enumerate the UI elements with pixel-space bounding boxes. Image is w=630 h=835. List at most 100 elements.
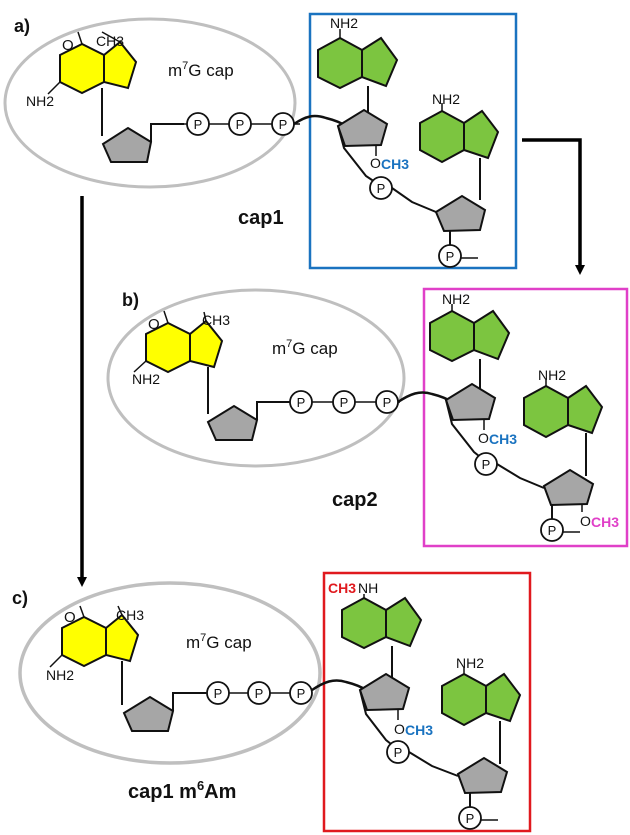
panel-a-guanine-five-ring <box>103 40 138 90</box>
panel-c-linker-phosphate-label: P <box>394 745 403 760</box>
panel-c-methyl-label: CH3 <box>116 607 144 623</box>
panel-c-tail-phosphate <box>458 806 482 830</box>
panel-b-cap-label: m7G cap <box>272 338 338 358</box>
panel-a-adenine-2-amine: NH2 <box>432 91 460 107</box>
panel-c-phosphate-1 <box>206 681 230 705</box>
panel-b: b) O CH3 NH2 m7G cap P P P NH2 O <box>106 287 629 548</box>
panel-a-phosphate-1-label: P <box>194 117 203 132</box>
panel-c-carbonyl-label: O <box>64 609 76 626</box>
panel-b-adenine-1-five-ring <box>473 309 511 361</box>
panel-a-cap-label-rest: G cap <box>188 61 233 80</box>
panel-b-phosphate-3-label: P <box>383 395 392 410</box>
panel-c-caption-base: cap1 m <box>128 781 197 803</box>
panel-a-caption: cap1 <box>238 207 284 229</box>
panel-c-caption-rest: Am <box>204 781 236 803</box>
panel-b-sugar-2 <box>542 468 595 507</box>
panel-b-tail-phosphate <box>540 518 564 542</box>
panel-b-o2-label: O <box>580 513 591 529</box>
panel-b-cap-sugar <box>206 404 259 441</box>
panel-c-caption-sup: 6 <box>197 778 204 793</box>
panel-a-o-methyl: CH3 <box>381 156 409 172</box>
panel-a-linker-phosphate-label: P <box>377 181 386 196</box>
panel-a-amine-label: NH2 <box>26 93 54 109</box>
panel-b-caption: cap2 <box>332 489 378 511</box>
panel-b-o-methyl: CH3 <box>489 431 517 447</box>
panel-a-phosphate-2 <box>228 112 252 136</box>
panel-b-phosphate-1 <box>289 390 313 414</box>
panel-a-tail-phosphate-label: P <box>446 249 455 264</box>
panel-b-adenine-2-five-ring <box>567 384 604 435</box>
panel-a-phosphate-2-label: P <box>236 117 245 132</box>
panel-b-adenine-1-six-ring <box>429 309 475 363</box>
panel-a-methyl-label: CH3 <box>96 33 124 49</box>
panel-c-phosphate-2-label: P <box>255 686 264 701</box>
panel-b-phosphate-2-label: P <box>340 395 349 410</box>
panel-c-adenine-2-amine: NH2 <box>456 655 484 671</box>
panel-a-sugar-2 <box>434 194 487 233</box>
panel-a-sugar-1 <box>336 108 389 148</box>
panel-c-adenine-1-nh: NH <box>358 580 378 596</box>
panel-a-adenine-1-six-ring <box>317 36 363 90</box>
panel-b-o2-methyl: CH3 <box>591 514 619 530</box>
panel-b-o-label: O <box>478 430 489 446</box>
panel-a-phosphate-3-label: P <box>279 117 288 132</box>
panel-c-letter: c) <box>12 588 28 608</box>
panel-c-adenine-1-five-ring <box>385 596 423 648</box>
panel-b-adenine-2-six-ring <box>523 384 569 439</box>
panel-c-cap-label: m7G cap <box>186 632 252 652</box>
panel-b-cap-label-rest: G cap <box>292 339 337 358</box>
panel-b-phosphate-1-label: P <box>297 395 306 410</box>
panel-a-cap-sugar <box>101 126 153 163</box>
panel-c-sugar-2 <box>456 756 509 795</box>
panel-a-adenine-1-five-ring <box>361 36 399 88</box>
panel-c-tail-phosphate-label: P <box>466 811 475 826</box>
panel-c-sugar-1 <box>358 672 411 712</box>
panel-b-adenine-1-amine: NH2 <box>442 291 470 307</box>
panel-b-tail-phosphate-label: P <box>548 523 557 538</box>
panel-c-o-label: O <box>394 721 405 737</box>
panel-a-phosphate-1 <box>186 112 210 136</box>
panel-a-letter: a) <box>14 16 30 36</box>
panel-c-o-methyl: CH3 <box>405 722 433 738</box>
panel-c-m6am-box <box>322 571 532 833</box>
panel-b-cap-label-base: m <box>272 339 286 358</box>
panel-b-amine-label: NH2 <box>132 371 160 387</box>
panel-b-methyl-label: CH3 <box>202 312 230 328</box>
panel-b-guanine-five-ring <box>189 319 224 369</box>
panel-c-phosphate-1-label: P <box>214 686 223 701</box>
panel-c-caption: cap1 m6Am <box>128 778 236 803</box>
panel-b-cap2-box <box>422 287 629 548</box>
panel-b-adenine-2-amine: NH2 <box>538 367 566 383</box>
panel-b-sugar-1 <box>444 382 497 422</box>
panel-a-o-label: O <box>370 155 381 171</box>
panel-c-phosphate-2 <box>247 681 271 705</box>
panel-c-guanine-five-ring <box>105 613 140 663</box>
panel-a-cap-oval <box>3 17 297 189</box>
panel-c-cap-label-rest: G cap <box>206 633 251 652</box>
panel-b-cap-label-sup: 7 <box>286 338 292 350</box>
panel-a: a) O CH3 NH2 m7G cap P P P <box>3 12 518 270</box>
panel-a-cap-label: m7G cap <box>168 60 234 80</box>
panel-b-phosphate-2 <box>332 390 356 414</box>
panel-a-tail-phosphate <box>438 244 462 268</box>
panel-b-carbonyl-label: O <box>148 316 160 333</box>
panel-b-letter: b) <box>122 290 139 310</box>
panel-c-phosphate-3-label: P <box>297 686 306 701</box>
panel-a-carbonyl-label: O <box>62 37 74 54</box>
panel-c-cap-label-sup: 7 <box>200 632 206 644</box>
panel-a-cap-label-base: m <box>168 61 182 80</box>
panel-c-cap-oval <box>18 581 322 765</box>
panel-a-cap-label-sup: 7 <box>182 60 188 72</box>
panel-c-adenine-1-six-ring <box>341 596 387 650</box>
panel-c: c) O CH3 NH2 m7G cap P P P CH3 NH <box>12 571 532 833</box>
panel-b-linker-phosphate-label: P <box>482 457 491 472</box>
panel-c-phosphate-3 <box>289 681 313 705</box>
panel-c-cap-sugar <box>122 695 175 732</box>
panel-a-adenine-2-five-ring <box>463 109 500 160</box>
arrow-a-to-b <box>522 138 585 275</box>
panel-c-adenine-2-five-ring <box>485 672 522 723</box>
panel-b-cap-oval <box>106 288 406 468</box>
panel-c-adenine-1-methyl: CH3 <box>328 580 356 596</box>
panel-a-cap1-box <box>308 12 518 270</box>
